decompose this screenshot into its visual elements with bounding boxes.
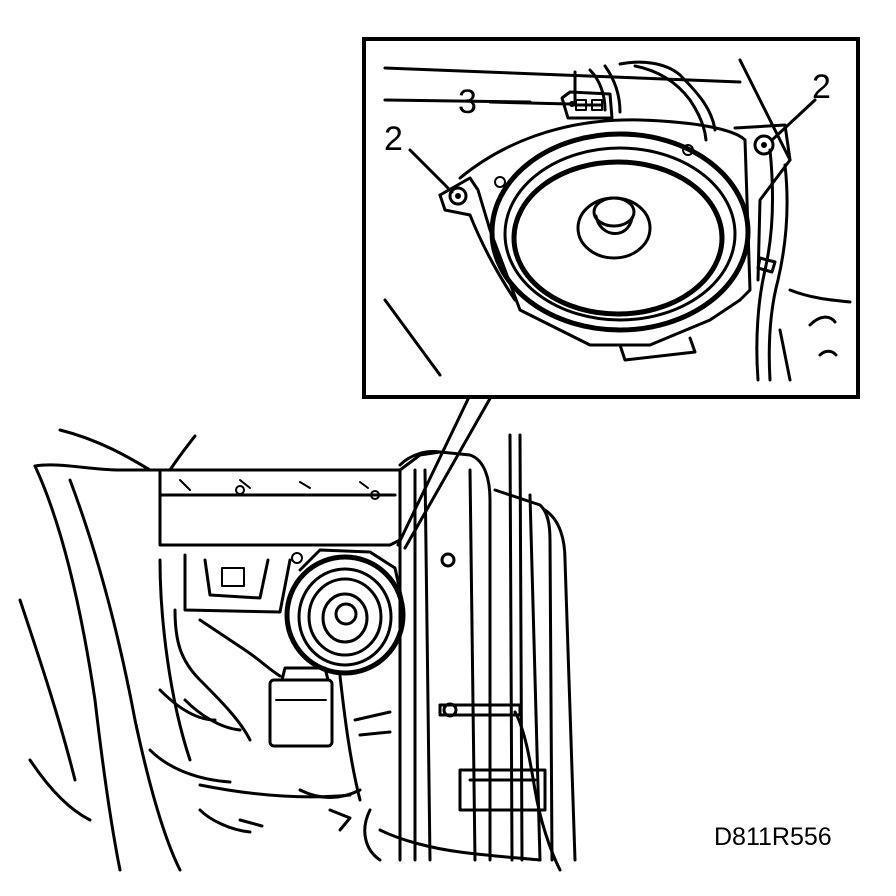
detail-inset: 3 2 2 bbox=[362, 37, 860, 399]
callout-2-left: 2 bbox=[384, 120, 403, 158]
screw-right bbox=[753, 134, 775, 156]
figure-code: D811R556 bbox=[714, 823, 832, 851]
leader-2-right bbox=[770, 98, 817, 142]
callout-2-right: 2 bbox=[812, 68, 831, 106]
connector-3 bbox=[560, 90, 614, 120]
leader-3 bbox=[488, 100, 572, 106]
callout-3: 3 bbox=[458, 83, 477, 121]
leader-2-left bbox=[408, 148, 454, 194]
speaker-cone bbox=[489, 131, 751, 333]
zoom-leader-right bbox=[403, 393, 494, 550]
screw-left bbox=[448, 186, 468, 206]
zoom-leader-left bbox=[396, 393, 472, 547]
installed-speaker bbox=[284, 548, 406, 676]
door-assembly bbox=[18, 428, 577, 872]
